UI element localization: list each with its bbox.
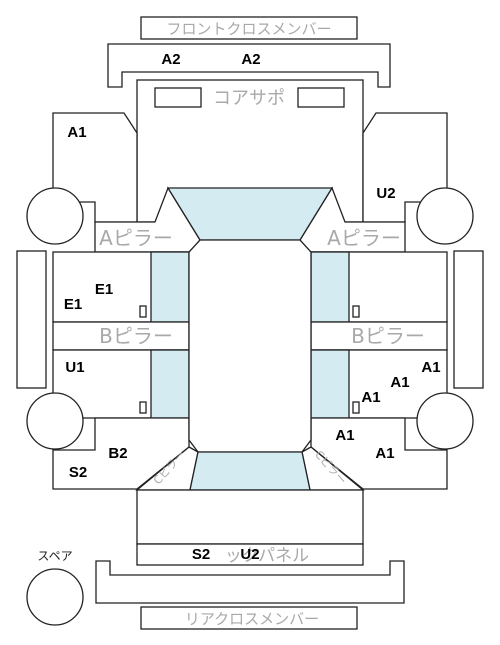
rear-right-wheel[interactable] — [416, 392, 474, 450]
b-pillar-right-label: Bピラー — [351, 324, 425, 348]
left-side-sill[interactable] — [16, 250, 47, 389]
rear-left-wheel[interactable] — [26, 392, 84, 450]
code-right-a1-3: A1 — [361, 389, 380, 406]
code-front-a2-right: A2 — [241, 51, 260, 68]
code-rear-right-a1-1: A1 — [335, 427, 354, 444]
core-support-label: コアサポ — [213, 88, 285, 109]
code-front-right-u2: U2 — [376, 185, 395, 202]
front-cross-member-label: フロントクロスメンバー — [166, 20, 331, 38]
code-rear-left-s2: S2 — [69, 464, 87, 481]
code-front-left-a1: A1 — [67, 124, 86, 141]
b-pillar-left[interactable] — [52, 321, 190, 351]
spare-tire[interactable] — [26, 568, 84, 626]
rear-right-door-handle[interactable] — [352, 401, 360, 414]
rear-right-door-window — [310, 349, 350, 419]
back-panel-label: ックパネル — [225, 546, 309, 566]
b-pillar-left-label: Bピラー — [99, 324, 173, 348]
roof[interactable] — [188, 239, 312, 453]
code-back-panel-s2: S2 — [192, 546, 210, 563]
code-left-e1-upper: E1 — [95, 281, 113, 298]
code-rear-right-a1-2: A1 — [375, 445, 394, 462]
a-pillar-right-label: Aピラー — [327, 226, 401, 250]
code-front-a2-left: A2 — [161, 51, 180, 68]
front-right-wheel[interactable] — [416, 187, 474, 245]
code-rear-left-b2: B2 — [108, 445, 127, 462]
rear-window[interactable] — [189, 451, 311, 491]
rear-bumper-bracket[interactable] — [95, 560, 405, 604]
front-bumper-bracket[interactable] — [107, 43, 391, 88]
trunk-lid[interactable] — [136, 489, 364, 545]
code-left-u1: U1 — [65, 359, 84, 376]
rear-left-door-window — [150, 349, 190, 419]
front-right-door-window — [310, 251, 350, 323]
core-support-right-slot — [297, 87, 345, 108]
code-left-e1-lower: E1 — [64, 296, 82, 313]
code-right-a1-1: A1 — [421, 359, 440, 376]
back-panel[interactable] — [136, 543, 364, 566]
a-pillar-left-label: Aピラー — [99, 226, 173, 250]
front-right-door-handle[interactable] — [352, 305, 360, 318]
right-side-sill[interactable] — [453, 250, 484, 389]
rear-cross-member-box[interactable] — [140, 606, 358, 630]
code-back-panel-u2: U2 — [240, 546, 259, 563]
b-pillar-right[interactable] — [310, 321, 448, 351]
front-left-door-handle[interactable] — [139, 305, 147, 318]
front-left-door-window — [150, 251, 190, 323]
rear-left-door-handle[interactable] — [139, 401, 147, 414]
core-support-left-slot — [154, 87, 202, 108]
front-cross-member-box[interactable] — [140, 16, 358, 40]
rear-cross-member-label: リアクロスメンバー — [185, 610, 319, 628]
front-left-wheel[interactable] — [26, 187, 84, 245]
spare-tire-label: スペア — [37, 549, 72, 563]
code-right-a1-2: A1 — [390, 374, 409, 391]
